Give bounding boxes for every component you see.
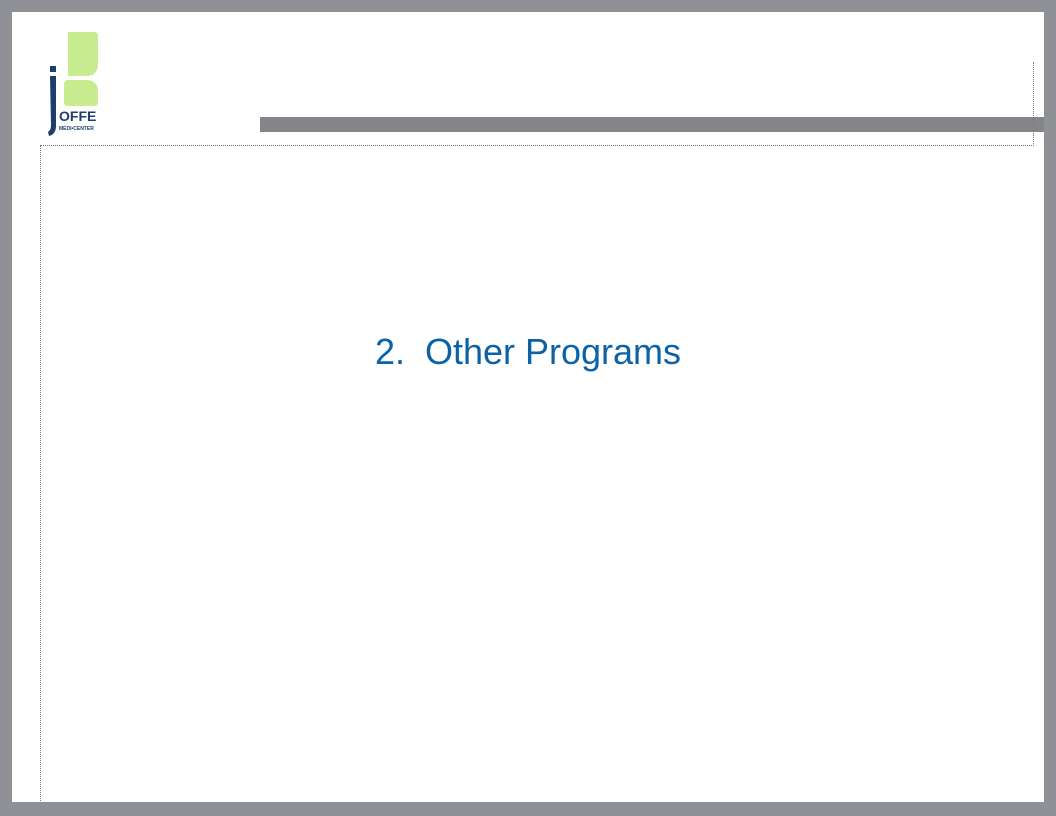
left-dotted-rule: [40, 145, 41, 802]
logo-j-dot: [50, 66, 56, 72]
header-dotted-rule: [40, 145, 1034, 146]
logo-leaf-bottom: [64, 80, 98, 106]
right-dotted-rule: [1033, 62, 1034, 146]
logo-leaf-top: [68, 32, 98, 76]
slide: OFFE MEDI•CENTER 2. Other Programs: [12, 12, 1044, 802]
logo-j-stem: [48, 76, 56, 136]
logo-sub-text: MEDI•CENTER: [59, 126, 94, 132]
header-bar: [260, 117, 1044, 132]
joffe-logo: OFFE MEDI•CENTER: [48, 32, 98, 136]
slide-title: 2. Other Programs: [374, 331, 682, 372]
logo-brand-text: OFFE: [59, 108, 96, 124]
